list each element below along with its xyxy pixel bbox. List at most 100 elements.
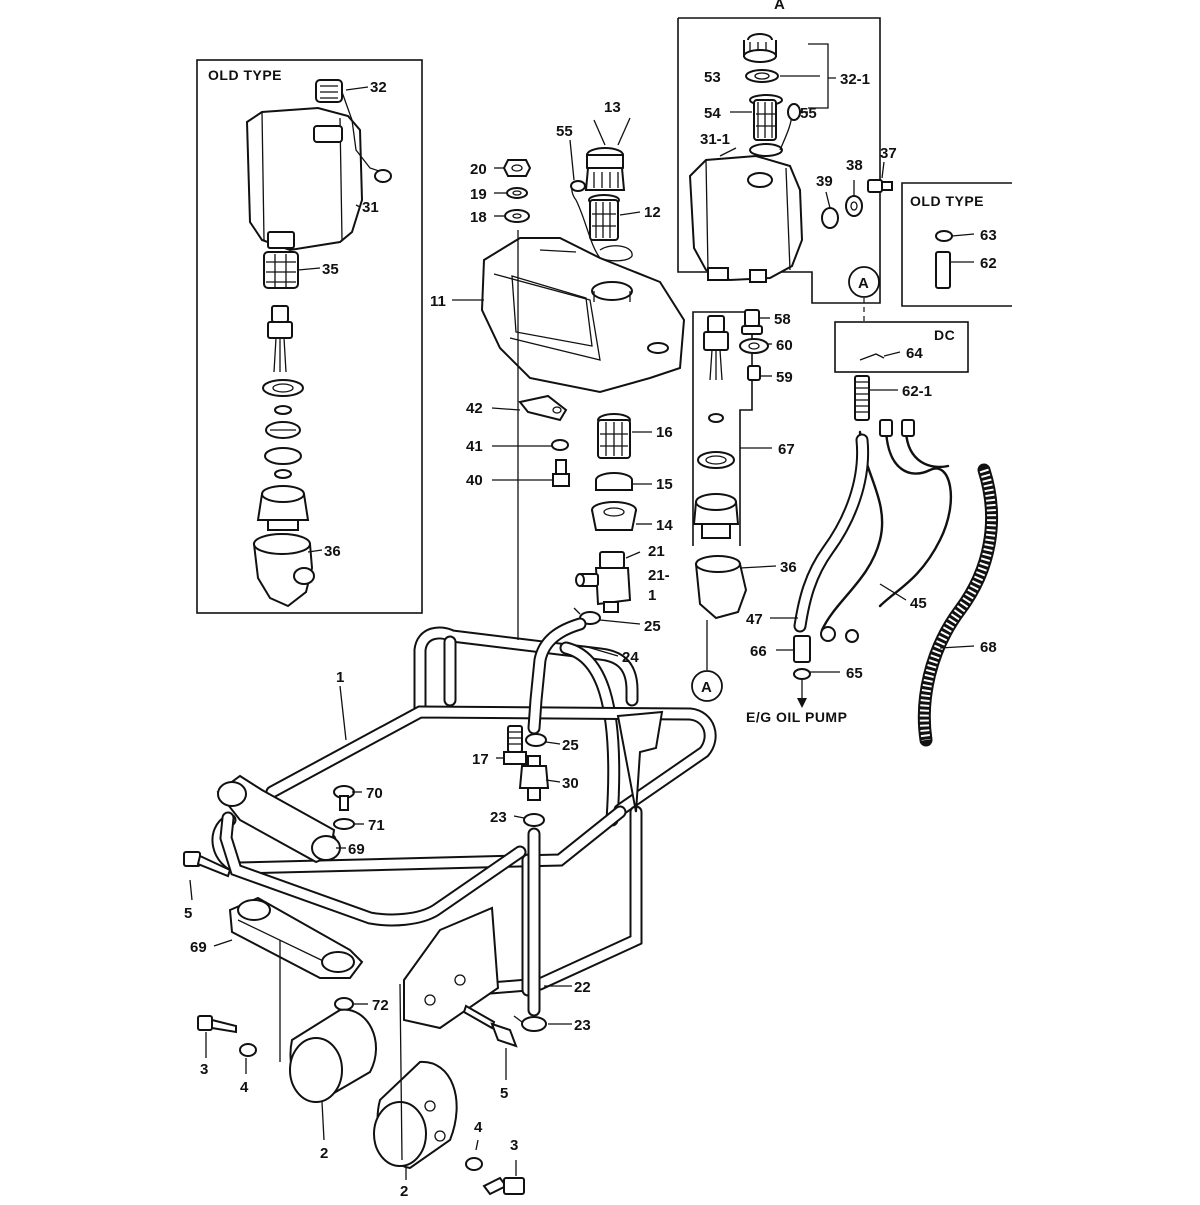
washer-4-right — [465, 1157, 483, 1171]
strap-42 — [518, 394, 568, 422]
destination-label: E/G OIL PUMP — [746, 709, 847, 725]
nut-14 — [591, 501, 637, 531]
bracket-screw-37 — [867, 179, 893, 193]
callout-5-left: 5 — [184, 905, 192, 922]
callout-72: 72 — [372, 997, 389, 1014]
callout-21-1-part-b: 1 — [648, 587, 656, 604]
old-type-tank-31 — [245, 106, 364, 252]
hose-47 — [793, 433, 870, 633]
old-type-right-box: OLD TYPE — [901, 182, 1012, 307]
callout-35: 35 — [322, 261, 339, 278]
callout-59: 59 — [776, 369, 793, 386]
tether-55 — [570, 180, 633, 262]
fuel-tank-11 — [480, 237, 686, 394]
old-type-right-caption: OLD TYPE — [910, 193, 984, 209]
bolt-17 — [503, 725, 527, 765]
callout-16: 16 — [656, 424, 673, 441]
old-type-cap-32 — [315, 79, 392, 183]
callout-47: 47 — [746, 611, 763, 628]
callout-32-1: 32-1 — [840, 71, 870, 88]
washer-18 — [504, 209, 530, 223]
callout-13: 13 — [604, 99, 621, 116]
section-a-caption: A — [774, 0, 785, 13]
callout-21: 21 — [648, 543, 665, 560]
grommet-38 — [845, 195, 863, 217]
washer-20 — [502, 159, 532, 177]
callout-12: 12 — [644, 204, 661, 221]
callout-64: 64 — [906, 345, 923, 362]
clamp-23-lower — [513, 1015, 547, 1032]
callout-23-lower: 23 — [574, 1017, 591, 1034]
callout-63: 63 — [980, 227, 997, 244]
washer-19 — [506, 187, 528, 199]
elbow-36-b — [694, 555, 748, 620]
group-67-box — [692, 311, 753, 546]
callout-40: 40 — [466, 472, 483, 489]
callout-17: 17 — [472, 751, 489, 768]
bolt-5-left — [183, 851, 232, 878]
section-a-box: A — [677, 0, 881, 304]
callout-69-upper: 69 — [348, 841, 365, 858]
dc-box: DC — [834, 321, 969, 373]
tank-31-1 — [688, 154, 804, 283]
old-type-sensor — [267, 305, 293, 373]
fuel-cock-21 — [575, 551, 632, 613]
callout-53: 53 — [704, 69, 721, 86]
callout-14: 14 — [656, 517, 673, 534]
callout-2-right: 2 — [400, 1183, 408, 1200]
tank-cap-13 — [584, 147, 626, 191]
washer-60 — [739, 338, 769, 354]
ref-marker-a-top-text: A — [858, 275, 869, 292]
ref-marker-a-bottom-text: A — [701, 679, 712, 696]
callout-15: 15 — [656, 476, 673, 493]
callout-21-1-part-a: 21- — [648, 567, 670, 584]
callout-19: 19 — [470, 186, 487, 203]
old-type-strainer-35 — [263, 251, 299, 289]
callout-62-1: 62-1 — [902, 383, 932, 400]
spring-sleeve-62-1 — [854, 375, 870, 421]
callout-62: 62 — [980, 255, 997, 272]
washer-15 — [595, 472, 633, 491]
foot-2-right — [373, 1060, 458, 1170]
bolt-40 — [552, 459, 570, 487]
leader-lines — [189, 43, 975, 1180]
old-type-left-caption: OLD TYPE — [208, 67, 282, 83]
strainer-54 — [749, 94, 783, 157]
clamp-25-lower — [525, 733, 547, 747]
screw-70 — [333, 785, 355, 811]
callout-70: 70 — [366, 785, 383, 802]
callout-31-1: 31-1 — [700, 131, 730, 148]
dc-caption: DC — [934, 327, 955, 343]
old-type-elbow-36 — [252, 533, 315, 608]
callout-68: 68 — [980, 639, 997, 656]
callout-4-right: 4 — [474, 1119, 483, 1136]
corrugated-hose-68 — [917, 463, 999, 747]
old-sleeve-62 — [935, 251, 951, 289]
washer-41 — [551, 439, 569, 451]
ref-marker-a-bottom: A — [691, 620, 723, 702]
washer-4-left — [239, 1043, 257, 1057]
foot-2-left — [289, 1008, 377, 1103]
callout-11: 11 — [430, 293, 446, 310]
callout-45: 45 — [910, 595, 927, 612]
bolt-59 — [747, 365, 761, 381]
callout-55: 55 — [556, 123, 573, 140]
old-type-left-box: OLD TYPE — [196, 59, 423, 614]
callout-20: 20 — [470, 161, 487, 178]
clip-64 — [859, 353, 885, 361]
callout-32: 32 — [370, 79, 387, 96]
callout-30: 30 — [562, 775, 579, 792]
callout-24: 24 — [622, 649, 639, 666]
strainer-12 — [588, 194, 620, 241]
callout-69-lower: 69 — [190, 939, 207, 956]
callout-23-upper: 23 — [490, 809, 507, 826]
sensor-assembly-67 — [692, 315, 740, 539]
callout-66: 66 — [750, 643, 767, 660]
clamp-23-upper — [523, 813, 545, 827]
callout-labels: 32 31 35 36 13 55 12 20 19 18 11 42 41 4… — [184, 69, 997, 1200]
callout-25-lower: 25 — [562, 737, 579, 754]
callout-5-right: 5 — [500, 1085, 508, 1102]
bolt-3-right — [482, 1176, 525, 1196]
